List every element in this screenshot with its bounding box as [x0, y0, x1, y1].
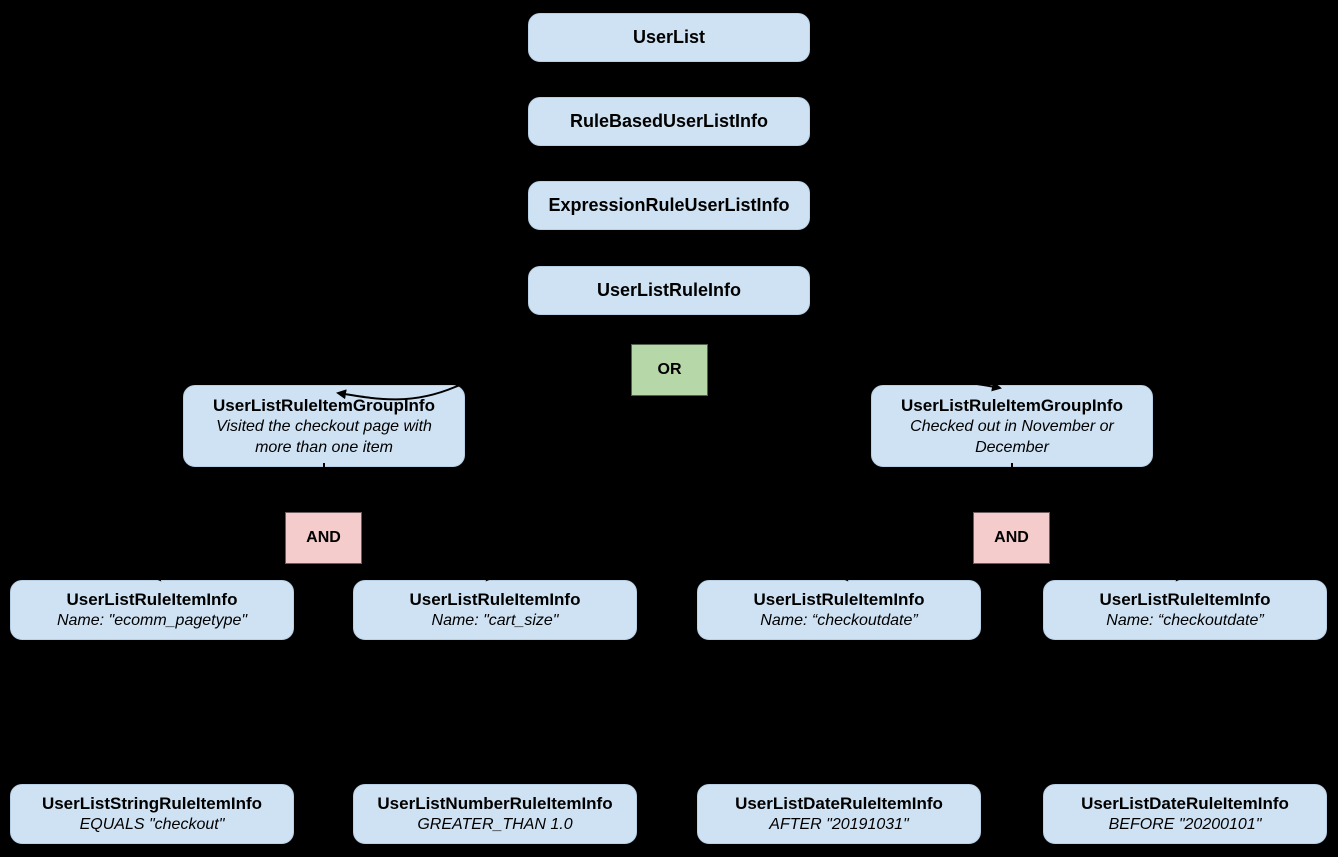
node-subtitle: GREATER_THAN 1.0	[417, 816, 573, 833]
node-title: UserListRuleItemInfo	[66, 590, 238, 609]
or-operator: OR	[631, 344, 708, 396]
node-rulebaseduserlistinfo: RuleBasedUserListInfo	[528, 97, 810, 146]
node-subtitle: Checked out in November or December	[910, 417, 1114, 456]
node-title: UserListRuleInfo	[596, 280, 742, 300]
rule-item-node-4: UserListRuleItemInfo Name: “checkoutdate…	[1043, 580, 1327, 640]
and-label: AND	[994, 529, 1029, 546]
node-title: UserListRuleItemGroupInfo	[901, 395, 1123, 415]
operand-node-1: UserListStringRuleItemInfo EQUALS "check…	[10, 784, 294, 844]
and-label: AND	[306, 529, 341, 546]
and-operator-right: AND	[973, 512, 1050, 564]
node-title: UserListStringRuleItemInfo	[41, 794, 263, 813]
node-subtitle: Name: "cart_size"	[431, 612, 559, 629]
node-expressionruleuserlistinfo: ExpressionRuleUserListInfo	[528, 181, 810, 230]
rule-item-node-2: UserListRuleItemInfo Name: "cart_size"	[353, 580, 637, 640]
node-title: UserListDateRuleItemInfo	[735, 794, 943, 813]
node-subtitle: Name: "ecomm_pagetype"	[56, 612, 248, 629]
operand-node-2: UserListNumberRuleItemInfo GREATER_THAN …	[353, 784, 637, 844]
or-label: OR	[657, 361, 682, 378]
node-subtitle: BEFORE "20200101"	[1108, 816, 1262, 833]
node-title: UserList	[632, 27, 706, 47]
node-subtitle: Name: “checkoutdate”	[760, 612, 918, 629]
node-subtitle: Visited the checkout page with more than…	[216, 417, 432, 456]
node-title: UserListNumberRuleItemInfo	[377, 794, 613, 813]
node-userlist: UserList	[528, 13, 810, 62]
rule-item-node-1: UserListRuleItemInfo Name: "ecomm_pagety…	[10, 580, 294, 640]
node-subtitle: Name: “checkoutdate”	[1106, 612, 1264, 629]
operand-node-3: UserListDateRuleItemInfo AFTER "20191031…	[697, 784, 981, 844]
group-node-right: UserListRuleItemGroupInfo Checked out in…	[871, 385, 1153, 467]
rule-item-node-3: UserListRuleItemInfo Name: “checkoutdate…	[697, 580, 981, 640]
node-title: RuleBasedUserListInfo	[569, 111, 769, 131]
node-subtitle: EQUALS "checkout"	[79, 816, 225, 833]
node-title: UserListRuleItemInfo	[1099, 590, 1271, 609]
group-node-left: UserListRuleItemGroupInfo Visited the ch…	[183, 385, 465, 467]
node-subtitle: AFTER "20191031"	[769, 816, 909, 833]
node-title: ExpressionRuleUserListInfo	[548, 195, 790, 215]
node-title: UserListRuleItemInfo	[753, 590, 925, 609]
node-title: UserListRuleItemInfo	[409, 590, 581, 609]
operand-node-4: UserListDateRuleItemInfo BEFORE "2020010…	[1043, 784, 1327, 844]
node-title: UserListRuleItemGroupInfo	[213, 395, 435, 415]
node-userlistruleinfo: UserListRuleInfo	[528, 266, 810, 315]
and-operator-left: AND	[285, 512, 362, 564]
node-title: UserListDateRuleItemInfo	[1081, 794, 1289, 813]
